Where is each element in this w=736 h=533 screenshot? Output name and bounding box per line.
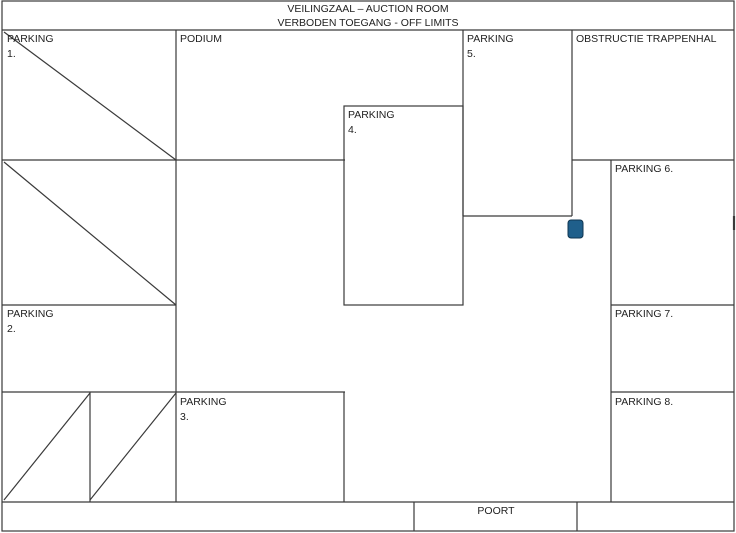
poort-label: POORT [477, 505, 515, 517]
parking-5-label: PARKING [467, 33, 513, 45]
obstructie-label: OBSTRUCTIE TRAPPENHAL [576, 33, 717, 45]
parking-3-number: 3. [180, 411, 189, 423]
parking-7-label: PARKING 7. [615, 308, 673, 320]
podium-label: PODIUM [180, 33, 222, 45]
parking-6-label: PARKING 6. [615, 163, 673, 175]
diagonal-bay-a [3, 392, 91, 501]
parking-4-number: 4. [348, 124, 357, 136]
diagonal-left-bay [3, 161, 177, 306]
parking-4-box [343, 105, 464, 306]
parking-2-label: PARKING [7, 308, 53, 320]
parking-1-number: 1. [7, 48, 16, 60]
title-line-2: VERBODEN TOEGANG - OFF LIMITS [277, 17, 458, 29]
diagonal-parking-1 [3, 31, 177, 161]
parking-8-label: PARKING 8. [615, 396, 673, 408]
diagonal-bay-b [89, 392, 177, 501]
location-marker-icon[interactable] [567, 219, 584, 239]
title-line-1: VEILINGZAAL – AUCTION ROOM [287, 3, 448, 15]
parking-2-number: 2. [7, 323, 16, 335]
parking-4-label: PARKING [348, 109, 394, 121]
parking-5-number: 5. [467, 48, 476, 60]
parking-3-label: PARKING [180, 396, 226, 408]
parking-1-label: PARKING [7, 33, 53, 45]
